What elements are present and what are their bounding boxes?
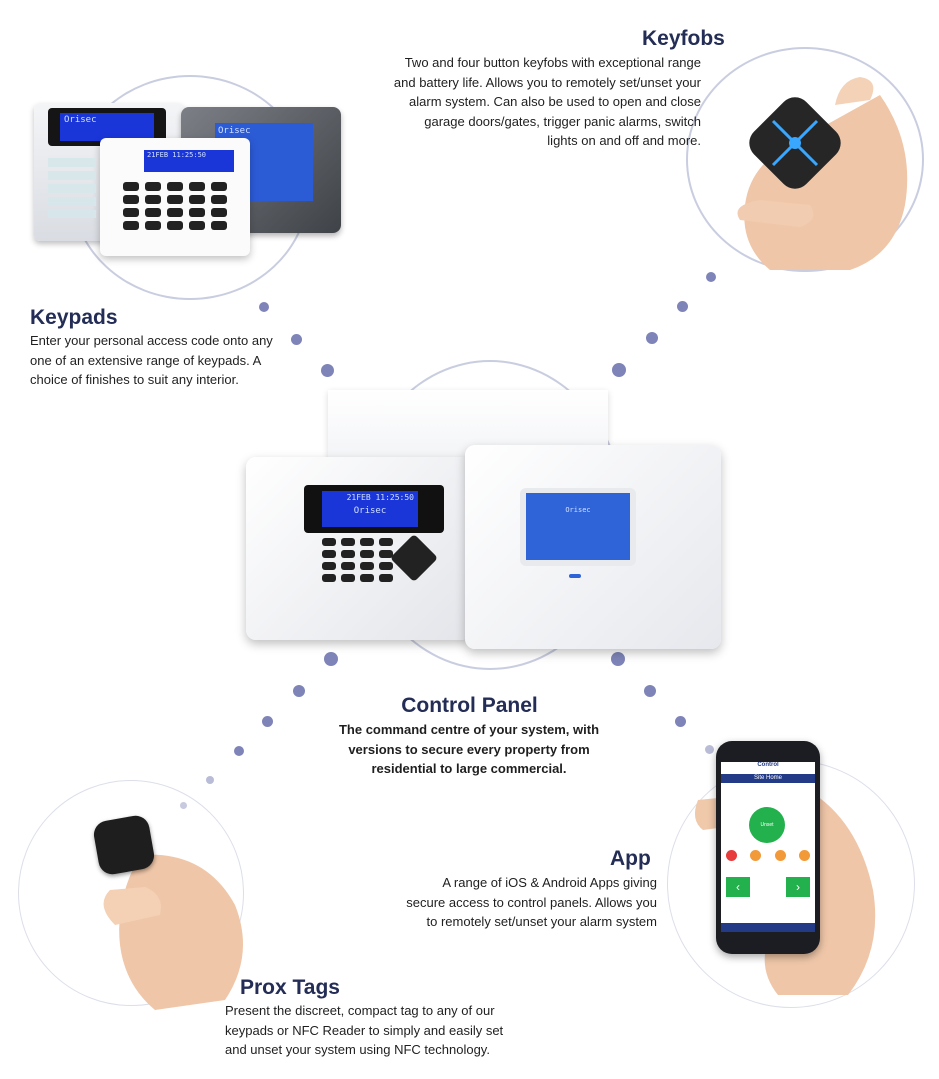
keypad-graphite-brand: Orisec	[218, 126, 251, 136]
app-area-icon	[750, 850, 762, 861]
keypad-key	[360, 550, 374, 558]
dot	[180, 802, 187, 809]
keypad-key	[379, 550, 393, 558]
control-panel-brand: Orisec	[353, 506, 387, 516]
keypad-key	[322, 538, 336, 546]
dot	[259, 302, 269, 312]
keypad-key	[167, 208, 183, 217]
prox-tags-title: Prox Tags	[240, 976, 340, 999]
app-status-label: Unset	[760, 822, 774, 828]
prox-tags-description: Present the discreet, compact tag to any…	[225, 1003, 504, 1057]
control-panel-title: Control Panel	[401, 694, 538, 717]
keypad-key	[360, 538, 374, 546]
keypad-key	[379, 538, 393, 546]
keypad-key	[145, 208, 161, 217]
dot	[675, 716, 686, 727]
keypad-key	[189, 195, 205, 204]
keypad-key	[211, 182, 227, 191]
keypad-white-datetime: 21FEB 11:25:50	[147, 151, 207, 159]
dot	[321, 364, 334, 377]
app-status-circle: Unset	[749, 807, 785, 843]
keyfobs-ring	[686, 47, 924, 272]
app-header: Control	[757, 762, 779, 768]
phone-screen: Control Site Home Unset ‹ ›	[721, 762, 815, 932]
app-area-icon	[774, 850, 786, 861]
keypad-key	[341, 550, 355, 558]
keypad-key	[322, 574, 336, 582]
keypad-key	[123, 208, 139, 217]
keypad-key	[322, 562, 336, 570]
keypads-description: Enter your personal access code onto any…	[30, 333, 273, 387]
control-panel-datetime: 21FEB 11:25:50	[346, 493, 414, 502]
keypad-key	[167, 182, 183, 191]
dot	[291, 334, 302, 345]
control-panel-description: The command centre of your system, with …	[338, 722, 600, 776]
dot	[612, 363, 626, 377]
keypads-title: Keypads	[30, 306, 118, 329]
prox-tag-hand	[103, 854, 243, 1010]
keypad-key	[167, 195, 183, 204]
keypad-key	[123, 195, 139, 204]
dot	[262, 716, 273, 727]
control-panel-keys	[322, 538, 397, 586]
keyfob-hand	[737, 77, 908, 270]
keypad-key	[123, 221, 139, 230]
keypad-key	[145, 221, 161, 230]
keyfob	[749, 97, 841, 189]
keypad-key	[189, 182, 205, 191]
dot	[293, 685, 305, 697]
keypad-key	[123, 182, 139, 191]
keypad-key	[341, 562, 355, 570]
dot	[706, 272, 716, 282]
keyfobs-description: Two and four button keyfobs with excepti…	[393, 55, 701, 148]
keypad-key	[341, 538, 355, 546]
dot	[646, 332, 658, 344]
dot	[677, 301, 688, 312]
app-area-icon	[798, 850, 810, 861]
keypad-key	[211, 195, 227, 204]
keypad-keys	[123, 182, 227, 234]
app-forward-button[interactable]: ›	[786, 877, 810, 897]
keypad-key	[322, 550, 336, 558]
dot	[206, 776, 214, 784]
dot	[611, 652, 625, 666]
dot	[644, 685, 656, 697]
app-area-icon	[726, 850, 737, 861]
app-back-button[interactable]: ‹	[726, 877, 750, 897]
keypad-key	[211, 208, 227, 217]
keypad-key	[379, 562, 393, 570]
keypad-key	[211, 221, 227, 230]
dot	[324, 652, 338, 666]
keypad-key	[360, 562, 374, 570]
keypad-key	[189, 208, 205, 217]
prox-tags-ring	[18, 780, 244, 1006]
app-title: App	[610, 847, 651, 870]
keypad-key	[360, 574, 374, 582]
keypad-key	[379, 574, 393, 582]
keypad-silver-brand: Orisec	[64, 115, 97, 125]
prox-tag	[91, 813, 157, 877]
keypad-key	[145, 195, 161, 204]
app-site-name: Site Home	[721, 774, 815, 783]
keypad-key	[145, 182, 161, 191]
dot	[234, 746, 244, 756]
dot	[705, 745, 714, 754]
keyfobs-title: Keyfobs	[642, 27, 725, 50]
touch-screen-brand: Orisec	[565, 506, 591, 514]
keypad-key	[167, 221, 183, 230]
keypad-key	[189, 221, 205, 230]
app-description: A range of iOS & Android Apps giving sec…	[406, 875, 657, 929]
keypad-key	[341, 574, 355, 582]
